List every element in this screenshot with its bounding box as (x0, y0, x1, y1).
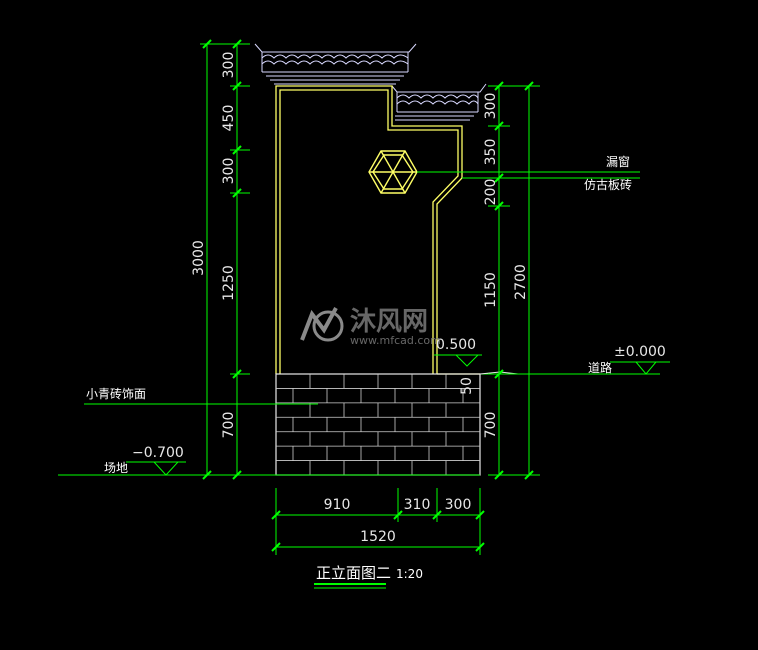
bottom-dim-310: 310 (404, 497, 431, 513)
left-dim-450: 450 (221, 105, 237, 132)
main-roof (254, 43, 417, 85)
label-road: 道路 (588, 360, 612, 375)
left-dim-3000: 3000 (191, 240, 207, 276)
bottom-dim-1520: 1520 (360, 529, 396, 545)
left-dim-300-mid: 300 (221, 158, 237, 185)
bottom-dimension-chain (271, 488, 485, 555)
bottom-dim-910: 910 (324, 497, 351, 513)
right-dim-1150: 1150 (483, 272, 499, 308)
watermark-text: 沐风网 (350, 307, 428, 337)
level-step-text: 0.500 (436, 337, 476, 353)
level-marker-step: 0.500 (434, 337, 482, 367)
right-dim-2700: 2700 (513, 264, 529, 300)
left-dimension-labels: 300 450 300 1250 700 3000 (191, 52, 237, 439)
hexagonal-leak-window (368, 150, 418, 194)
step-dim-50: 50 (459, 377, 475, 395)
right-dimension-labels: 300 350 200 1150 700 2700 50 (459, 93, 529, 439)
left-dimension-chain (200, 39, 250, 480)
level-marker-road: ±0.000 (610, 344, 670, 375)
leader-lines (84, 171, 640, 405)
left-dim-1250: 1250 (221, 265, 237, 301)
right-dimension-chain (488, 81, 540, 480)
level-marker-site: −0.700 (126, 445, 186, 476)
right-dim-700: 700 (483, 412, 499, 439)
drawing-title: 正立面图二 (316, 564, 391, 582)
secondary-roof (391, 83, 487, 121)
left-dim-700: 700 (221, 412, 237, 439)
watermark: 沐风网 www.mfcad.com (300, 307, 441, 347)
label-small-blue-brick: 小青砖饰面 (86, 386, 146, 401)
drawing-scale: 1:20 (396, 567, 423, 581)
right-dim-200: 200 (483, 179, 499, 206)
watermark-url: www.mfcad.com (350, 334, 441, 347)
label-antique-brick: 仿古板砖 (584, 177, 632, 192)
left-dim-300-top: 300 (221, 52, 237, 79)
label-site: 场地 (104, 461, 128, 475)
right-dim-300: 300 (483, 93, 499, 120)
level-site-text: −0.700 (132, 445, 184, 461)
level-road-text: ±0.000 (614, 344, 666, 360)
right-dim-350: 350 (483, 139, 499, 166)
bottom-dimension-labels: 910 310 300 1520 (324, 497, 472, 545)
watermark-logo (300, 307, 344, 342)
brick-base (275, 373, 481, 476)
drawing-title-block: 正立面图二 1:20 (314, 564, 423, 589)
bottom-dim-300: 300 (445, 497, 472, 513)
label-leak-window: 漏窗 (606, 155, 630, 169)
